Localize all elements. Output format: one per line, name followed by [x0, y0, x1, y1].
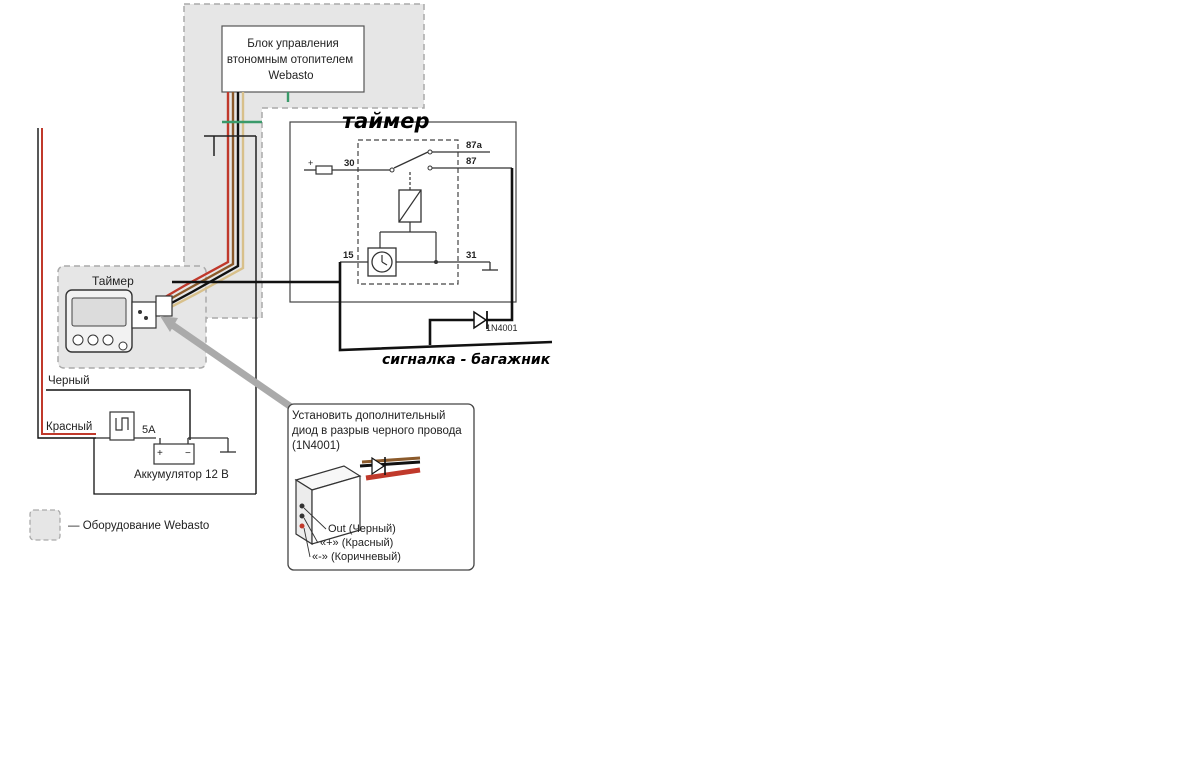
callout-pointer — [160, 316, 312, 423]
battery-minus: − — [185, 448, 191, 459]
wire-label-black: Черный — [48, 375, 90, 387]
diode-callout: Установить дополнительный диод в разрыв … — [287, 403, 475, 571]
callout-line1: Установить дополнительный — [292, 410, 445, 422]
pin-31: 31 — [466, 250, 477, 261]
battery-plus: + — [157, 448, 163, 459]
pin-plus: + — [308, 158, 313, 168]
legend: — Оборудование Webasto — [29, 509, 209, 541]
alarm-label: сигналка - багажник — [382, 352, 551, 368]
fuse-label: 5A — [142, 424, 156, 436]
added-wiring — [172, 168, 553, 352]
callout-pin-plus: «+» (Красный) — [320, 537, 393, 549]
bottom-loop-wire — [93, 438, 256, 495]
timer-title: таймер — [342, 109, 430, 133]
legend-label: — Оборудование Webasto — [68, 520, 209, 532]
callout-line2: диод в разрыв черного провода — [292, 425, 462, 437]
ground-symbol-top — [204, 135, 257, 494]
diode-1n4001: 1N4001 — [473, 310, 518, 333]
heater-unit-line1: Блок управления — [247, 38, 339, 50]
pin-87: 87 — [466, 156, 477, 167]
pin-30: 30 — [344, 158, 355, 169]
timer-device: Таймер — [65, 274, 173, 353]
callout-pin-out: Out (Черный) — [328, 523, 396, 535]
battery-label: Аккумулятор 12 В — [134, 469, 229, 481]
wire-label-red: Красный — [46, 421, 92, 433]
left-wires — [37, 128, 191, 440]
pin-15: 15 — [343, 250, 354, 261]
diode-label: 1N4001 — [486, 323, 518, 333]
heater-unit-line3: Webasto — [268, 70, 313, 82]
timer-device-label: Таймер — [92, 274, 134, 288]
timer-relay-schematic: таймер + 30 87a 87 15 31 — [289, 109, 517, 303]
heater-unit-line2: втономным отопителем — [227, 54, 353, 66]
callout-pin-minus: «-» (Коричневый) — [312, 551, 401, 563]
fuse-5a: 5A — [96, 411, 156, 441]
heater-control-unit: Блок управления втономным отопителем Web… — [221, 25, 365, 93]
pin-87a: 87a — [466, 140, 483, 151]
callout-line3: (1N4001) — [292, 440, 340, 452]
battery: + − Аккумулятор 12 В — [134, 437, 236, 481]
